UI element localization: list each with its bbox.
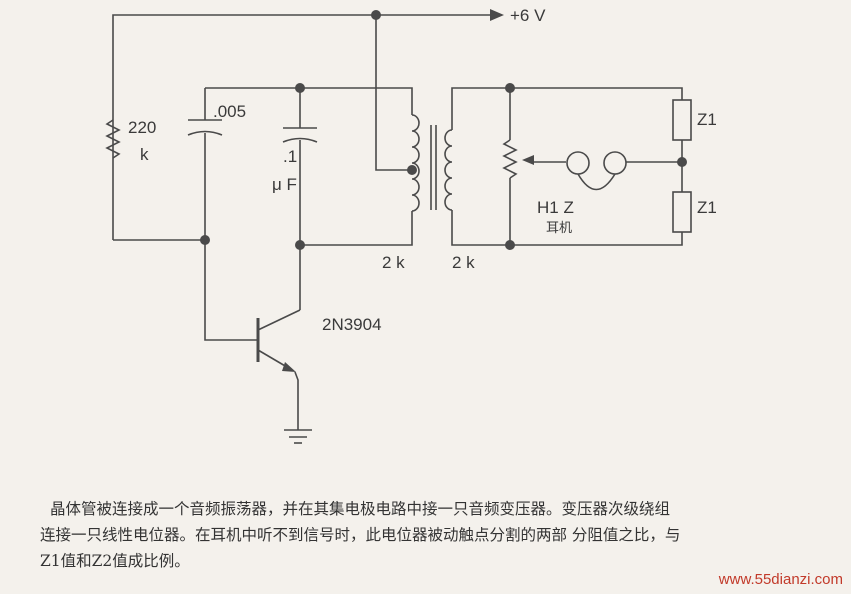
transistor-2n3904: 2N3904 bbox=[256, 309, 382, 430]
resistor-unit: k bbox=[140, 145, 149, 164]
secondary-impedance: 2 k bbox=[452, 253, 475, 272]
supply-label: +6 V bbox=[510, 6, 546, 25]
resistor-220k: 220 k bbox=[105, 118, 156, 164]
base-network bbox=[113, 88, 258, 341]
z1-top-box bbox=[672, 99, 692, 141]
transformer-primary: 2 k bbox=[300, 15, 420, 272]
z-bottom-label: Z1 bbox=[697, 198, 717, 217]
supply-rail: +6 V bbox=[112, 6, 546, 240]
z-branch: Z1 Z1 bbox=[510, 87, 717, 246]
headphone: H1 Z 耳机 bbox=[534, 151, 682, 236]
earpiece-right-icon bbox=[603, 151, 627, 175]
capacitor-005-value: .005 bbox=[213, 102, 246, 121]
earpiece-left-icon bbox=[566, 151, 590, 175]
transformer-core bbox=[430, 125, 437, 210]
wiper-arrow-icon bbox=[522, 155, 534, 165]
emitter-arrow-icon bbox=[282, 362, 296, 372]
capacitor-01uf-unit: μ F bbox=[272, 175, 297, 194]
resistor-value: 220 bbox=[128, 118, 156, 137]
headphone-label: H1 Z bbox=[537, 198, 574, 217]
ground-icon bbox=[284, 429, 312, 444]
caption-line-1: 晶体管被连接成一个音频振荡器，并在其集电极电路中接一只音频变压器。变压器次级绕组 bbox=[50, 500, 671, 518]
primary-impedance: 2 k bbox=[382, 253, 405, 272]
transformer-secondary: 2 k bbox=[444, 87, 510, 272]
caption-line-3: Z1值和Z2值成比例。 bbox=[40, 552, 190, 570]
caption-line-2: 连接一只线性电位器。在耳机中听不到信号时，此电位器被动触点分割的两部 分阻值之比… bbox=[40, 526, 681, 544]
supply-arrow-icon bbox=[490, 9, 504, 21]
capacitor-005: .005 bbox=[187, 102, 246, 136]
transistor-label: 2N3904 bbox=[322, 315, 382, 334]
headphone-cn-label: 耳机 bbox=[546, 221, 572, 236]
watermark: www.55dianzi.com bbox=[718, 571, 843, 588]
capacitor-01uf: .1 μ F bbox=[272, 88, 318, 310]
z-top-label: Z1 bbox=[697, 110, 717, 129]
caption: 晶体管被连接成一个音频振荡器，并在其集电极电路中接一只音频变压器。变压器次级绕组… bbox=[40, 496, 830, 574]
z1-bottom-box bbox=[672, 191, 692, 233]
capacitor-01uf-value: .1 bbox=[283, 147, 297, 166]
circuit-schematic: +6 V 220 k .005 .1 μ F 2 k bbox=[105, 6, 717, 444]
potentiometer bbox=[502, 83, 534, 250]
